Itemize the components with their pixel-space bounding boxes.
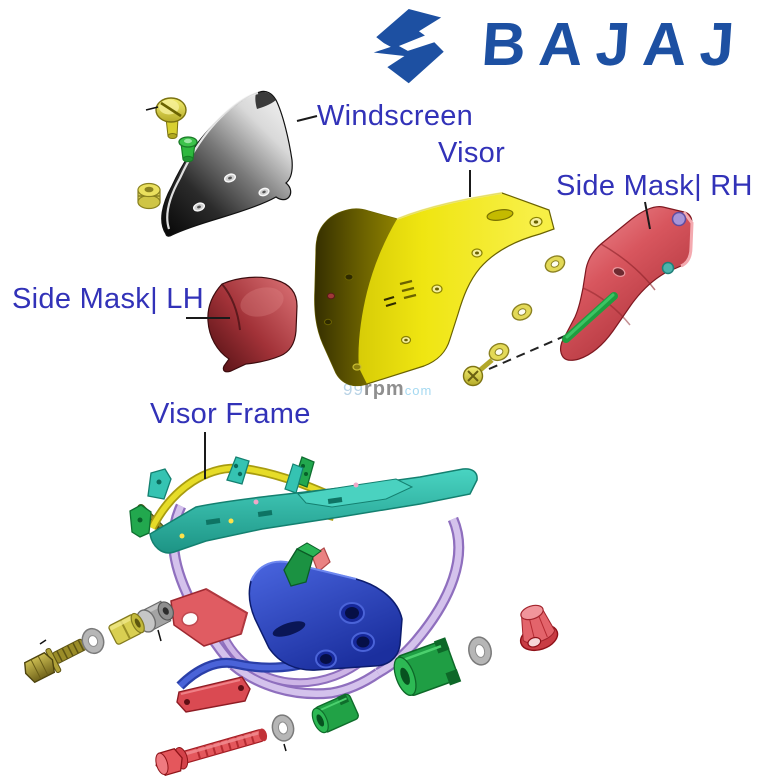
callout-line-windscreen [296,115,318,122]
frame-bracket-green-left [129,504,152,538]
frame-crossmember-teal [149,468,478,554]
hex-bolt-brass [23,638,87,684]
bolt-long-red [155,728,268,777]
bushing-green-small [311,693,359,734]
windscreen-spacer [137,182,161,210]
bushing-yellow [108,612,145,645]
side-mask-lh-part [207,276,298,373]
callout-side-mask-lh: Side Mask| LH [12,283,204,315]
brand-header: BAJAJ [366,2,784,86]
frame-wedge-green [283,542,322,587]
frame-bracket-teal-left [147,468,172,500]
frame-bracket-teal-a [226,456,250,485]
windscreen-clip [178,136,198,163]
callout-windscreen: Windscreen [317,100,474,132]
visor-vents-dark [383,295,397,308]
flat-washer-3 [468,636,492,666]
pointer-tick-screw [145,106,159,111]
frame-strip-red-bottom [176,676,251,713]
callout-visor: Visor [438,137,506,169]
rh-screw-purple [671,211,687,227]
flat-washer-2 [271,714,295,752]
flat-washer-1 [81,627,105,655]
side-mask-rh-part [559,206,694,361]
frame-bushing-gray-mushroom [136,600,174,642]
frame-bracket-red-left [170,588,249,647]
watermark-rpm: rpm [363,378,405,400]
visor-frame-assembly [129,456,478,713]
visor-screw [462,358,494,387]
visor-holes [324,216,543,371]
visor-part [314,192,555,387]
rh-screw-teal [661,261,675,275]
callout-line-side-mask-rh [644,201,651,230]
windscreen-holes [192,173,270,212]
frame-mount-bracket-blue [248,560,403,671]
callout-lines [186,115,651,479]
windscreen-screw [155,97,187,139]
visor-vents [399,279,417,300]
visor-washers [488,255,566,362]
rh-trim-strip-green [562,292,618,343]
windscreen-part [161,90,293,237]
flange-nut-red [519,604,559,652]
callout-side-mask-rh: Side Mask| RH [556,170,753,202]
bushing-green-large [393,637,462,697]
watermark-com: com [404,383,433,398]
frame-bracket-green-b [284,456,315,494]
callout-visor-frame: Visor Frame [150,398,311,430]
bajaj-logo-icon [373,8,444,84]
